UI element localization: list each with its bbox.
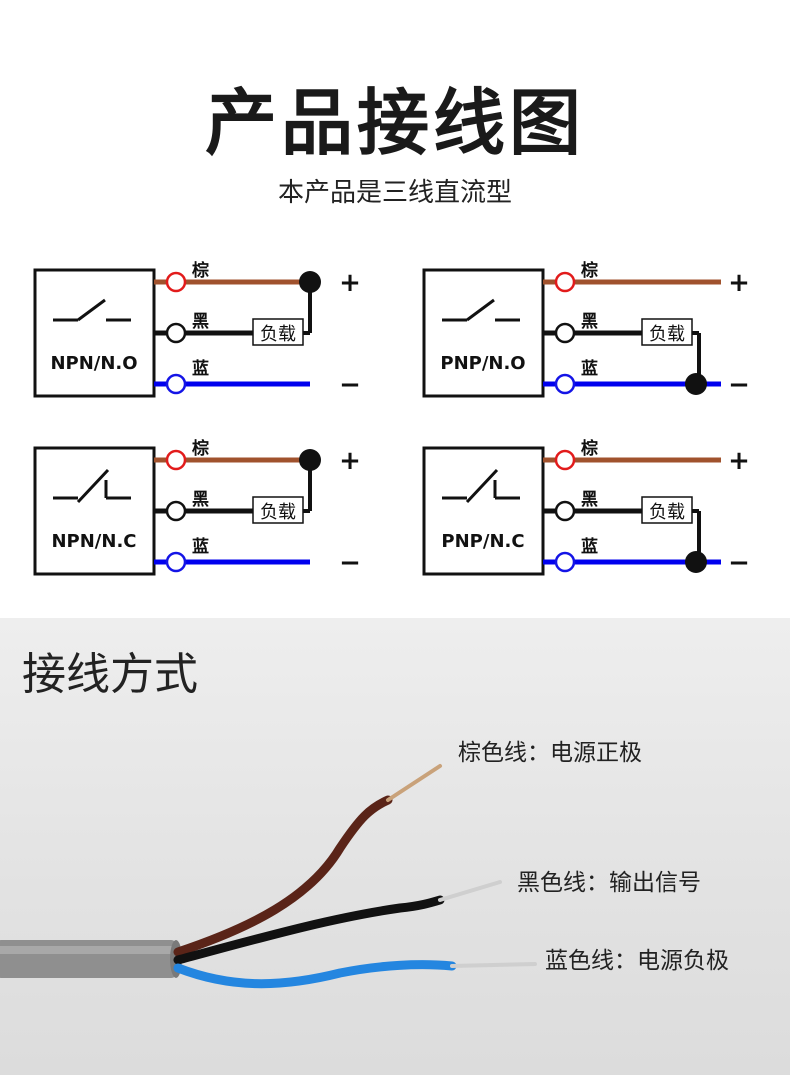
blue-wire — [173, 960, 457, 989]
npn-no-blue-terminal — [165, 373, 187, 395]
black-wire-strands — [438, 880, 502, 902]
pnp-nc-load-label: 负载 — [649, 502, 685, 523]
pnp-no-type-label: PNP/N.O — [440, 353, 525, 374]
pnp-nc-black-label: 黑 — [581, 490, 598, 510]
npn-nc-junction-dot — [299, 449, 321, 471]
npn-no-junction-dot — [299, 271, 321, 293]
npn-nc-plus-sign: + — [339, 446, 361, 476]
pnp-nc-switch-blade — [465, 468, 499, 504]
pnp-nc-type-label: PNP/N.C — [441, 531, 524, 552]
npn-nc-switch-blade — [76, 468, 110, 504]
black-wire — [173, 895, 445, 965]
cable-sheath-highlight — [0, 946, 177, 954]
npn-nc-load-box — [252, 496, 304, 524]
pnp-no-brown-terminal — [554, 271, 576, 293]
pnp-no-brown-label: 棕 — [581, 260, 598, 281]
npn-no-blue-label: 蓝 — [192, 359, 209, 379]
pnp-nc-junction-dot — [685, 551, 707, 573]
npn-no-plus-sign: + — [339, 268, 361, 298]
pnp-no-junction-dot — [685, 373, 707, 395]
pnp-no-sensor-box — [422, 268, 545, 398]
black-wire-label: 黑色线：输出信号 — [517, 870, 701, 896]
pnp-nc-minus-sign: − — [728, 548, 750, 578]
npn-no-load-box — [252, 318, 304, 346]
cable-sheath — [0, 940, 177, 978]
page-title: 产品接线图 — [204, 81, 585, 165]
brown-wire-strands — [386, 764, 442, 802]
npn-nc-load-label: 负载 — [260, 502, 296, 523]
blue-wire-strands — [450, 962, 537, 968]
pnp-no-minus-sign: − — [728, 370, 750, 400]
pnp-nc-blue-label: 蓝 — [581, 537, 598, 557]
brown-wire-label: 棕色线：电源正极 — [458, 740, 642, 766]
pnp-nc-brown-terminal — [554, 449, 576, 471]
cable-illustration — [0, 764, 537, 989]
npn-nc-minus-sign: − — [339, 548, 361, 578]
blue-wire-label: 蓝色线：电源负极 — [545, 948, 729, 974]
wiring-diagrams: NPN/N.O负载棕黑蓝+−PNP/N.O负载棕黑蓝+−NPN/N.C负载棕黑蓝… — [33, 260, 750, 578]
pnp-nc-brown-label: 棕 — [581, 438, 598, 459]
npn-nc-blue-terminal — [165, 551, 187, 573]
pnp-no-black-label: 黑 — [581, 312, 598, 332]
pnp-nc-sensor-box — [422, 446, 545, 576]
npn-nc-black-label: 黑 — [192, 490, 209, 510]
npn-no-brown-terminal — [165, 271, 187, 293]
pnp-no-load-label: 负载 — [649, 324, 685, 345]
npn-nc-black-terminal — [165, 500, 187, 522]
npn-no-black-terminal — [165, 322, 187, 344]
wiring-photo-section: 接线方式 棕色线：电源正极 黑色线：输出信号 蓝色线：电源负极 — [0, 618, 790, 1075]
npn-no-switch-blade — [77, 298, 106, 322]
wiring-method-heading: 接线方式 — [22, 649, 198, 700]
npn-nc-sensor-box — [33, 446, 156, 576]
npn-no-minus-sign: − — [339, 370, 361, 400]
pnp-nc-plus-sign: + — [728, 446, 750, 476]
npn-nc-brown-terminal — [165, 449, 187, 471]
pnp-no-black-terminal — [554, 322, 576, 344]
npn-no-black-label: 黑 — [192, 312, 209, 332]
brown-wire — [173, 795, 393, 957]
pnp-nc-blue-terminal — [554, 551, 576, 573]
npn-no-brown-label: 棕 — [192, 260, 209, 281]
npn-nc-type-label: NPN/N.C — [51, 531, 136, 552]
npn-nc-brown-label: 棕 — [192, 438, 209, 459]
pnp-nc-load-box — [641, 496, 693, 524]
page-subtitle: 本产品是三线直流型 — [277, 178, 512, 208]
npn-nc-blue-label: 蓝 — [192, 537, 209, 557]
pnp-no-blue-label: 蓝 — [581, 359, 598, 379]
npn-no-sensor-box — [33, 268, 156, 398]
npn-no-load-label: 负载 — [260, 324, 296, 345]
npn-no-type-label: NPN/N.O — [50, 353, 137, 374]
pnp-nc-black-terminal — [554, 500, 576, 522]
pnp-no-blue-terminal — [554, 373, 576, 395]
pnp-no-switch-blade — [466, 298, 495, 322]
pnp-no-plus-sign: + — [728, 268, 750, 298]
